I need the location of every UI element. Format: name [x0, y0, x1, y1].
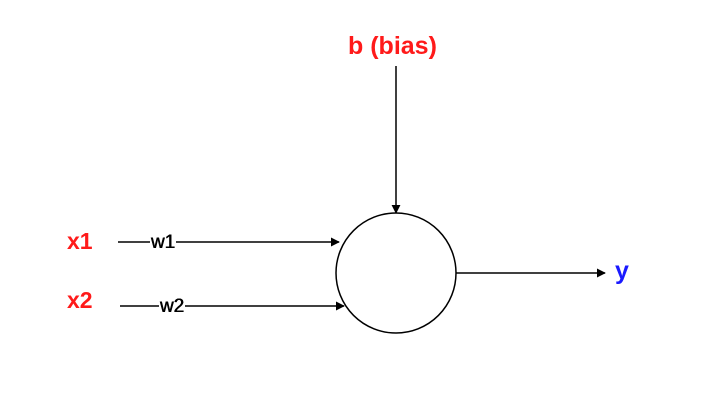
bias-label: b (bias): [348, 32, 437, 60]
input-x1-label: x1: [67, 228, 93, 254]
weight-w2-label: w2: [159, 296, 186, 317]
output-y-label: y: [615, 257, 629, 285]
weight-w1-label: w1: [150, 232, 177, 253]
input-x2-label: x2: [67, 287, 93, 313]
neuron-node: [335, 212, 457, 334]
